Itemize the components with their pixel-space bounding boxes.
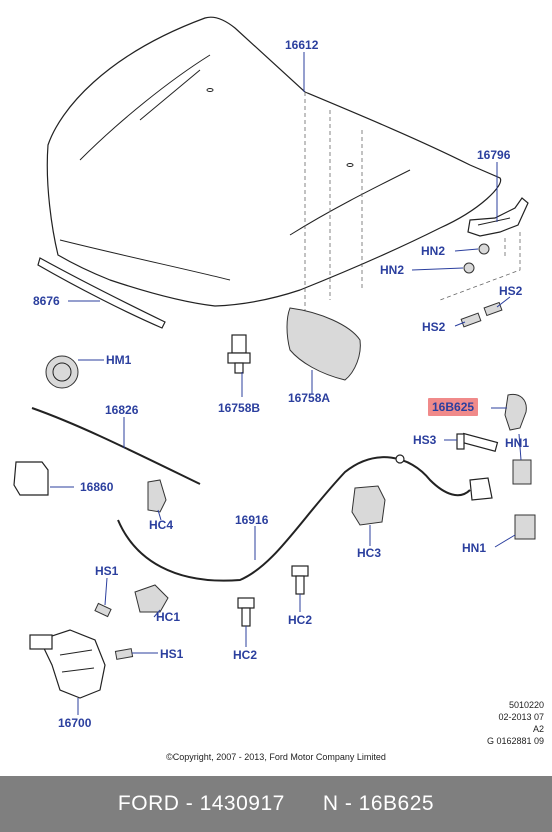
callout-hs1-a: HS1 xyxy=(95,564,119,578)
part-number-footer: FORD - 1430917 N - 16B625 xyxy=(0,776,552,832)
bracket-hc3 xyxy=(351,485,386,526)
clip-hc4 xyxy=(147,479,167,513)
callout-hn2-a: HN2 xyxy=(421,244,446,258)
callout-hc2-b: HC2 xyxy=(288,613,313,627)
hood-panel xyxy=(46,16,502,330)
callout-16826: 16826 xyxy=(105,403,139,417)
screw-hs3 xyxy=(456,432,499,452)
callout-16700: 16700 xyxy=(58,716,92,730)
callout-hs2-a: HS2 xyxy=(499,284,523,298)
latch-16700 xyxy=(29,629,106,699)
weatherstrip-8676 xyxy=(37,257,166,329)
insulator-16758a xyxy=(286,307,361,381)
meta-line-1: 5010220 xyxy=(508,700,544,710)
callout-16916: 16916 xyxy=(235,513,269,527)
meta-line-3: A2 xyxy=(532,724,544,734)
callout-hc2-a: HC2 xyxy=(233,648,258,662)
callout-16612: 16612 xyxy=(285,38,319,52)
bolt-hs1-a xyxy=(94,602,112,618)
footer-part-text: FORD - 1430917 N - 16B625 xyxy=(117,792,435,815)
bolt-hs2-b xyxy=(460,312,482,328)
callout-16758a: 16758A xyxy=(288,391,331,405)
clip-hc2-a xyxy=(237,597,255,627)
callout-16758b: 16758B xyxy=(218,401,261,415)
diagram-metadata: 5010220 02-2013 07 A2 G 0162881 09 xyxy=(487,699,544,747)
callout-16860: 16860 xyxy=(80,480,114,494)
callout-hn2-b: HN2 xyxy=(380,263,405,277)
bumper-hm1 xyxy=(45,355,79,389)
clip-hc1 xyxy=(134,584,169,613)
bolt-hs1-b xyxy=(114,648,134,660)
callout-8676: 8676 xyxy=(33,294,60,308)
meta-line-4: G 0162881 09 xyxy=(486,736,544,746)
nut-hn1-b xyxy=(514,514,536,540)
meta-line-2: 02-2013 07 xyxy=(498,712,544,722)
parts-diagram xyxy=(13,16,536,715)
release-cable-16916 xyxy=(117,456,471,582)
nut-hn1-a xyxy=(512,459,532,485)
callout-hn1-a: HN1 xyxy=(505,436,530,450)
callout-hm1: HM1 xyxy=(106,353,132,367)
copyright-notice: ©Copyright, 2007 - 2013, Ford Motor Comp… xyxy=(166,752,386,762)
nut-hn2-b xyxy=(463,262,475,274)
clip-hc2-b xyxy=(291,565,309,595)
bolt-hs2-a xyxy=(483,301,503,317)
callout-hc1: HC1 xyxy=(156,610,181,624)
release-handle-16b625 xyxy=(504,393,527,431)
callout-hc3: HC3 xyxy=(357,546,382,560)
nut-hn2-a xyxy=(478,243,490,255)
bracket-16860 xyxy=(13,461,49,496)
clip-16758b xyxy=(227,334,251,374)
callout-hc4: HC4 xyxy=(149,518,174,532)
callout-hs2-b: HS2 xyxy=(422,320,446,334)
callout-hs3: HS3 xyxy=(413,433,437,447)
hinge-16796 xyxy=(439,197,529,301)
callout-hs1-b: HS1 xyxy=(160,647,184,661)
leader-lines xyxy=(50,52,522,715)
callout-16b625-highlighted: 16B625 xyxy=(428,398,479,416)
callout-hn1-b: HN1 xyxy=(462,541,487,555)
callout-16796: 16796 xyxy=(477,148,511,162)
prop-rod-16826 xyxy=(31,407,201,485)
